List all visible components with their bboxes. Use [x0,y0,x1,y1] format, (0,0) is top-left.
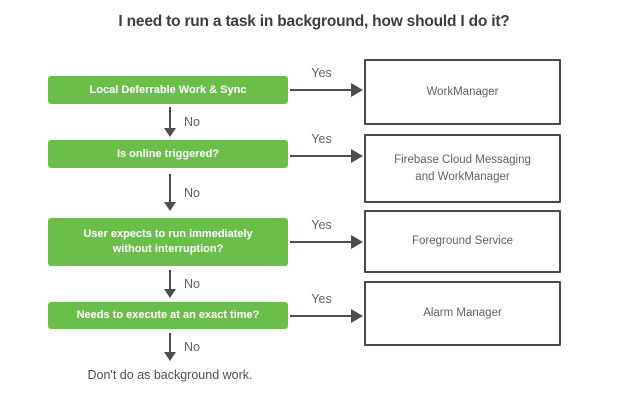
yes-arrow-3: Yes [290,218,363,249]
no-arrow-1: No [164,107,214,137]
answer-box-workmanager: WorkManager [364,59,561,125]
arrow-head-icon [164,352,176,361]
yes-arrow-2: Yes [290,132,363,163]
answer-box-alarm-manager: Alarm Manager [364,281,561,346]
arrow-head-icon [351,235,363,249]
arrow-shaft [290,155,353,157]
page-title: I need to run a task in background, how … [118,13,510,30]
arrow-head-icon [164,128,176,137]
yes-label: Yes [311,132,332,146]
arrow-shaft [290,89,353,91]
arrow-shaft [169,270,171,291]
answer-box-fcm-workmanager: Firebase Cloud Messaging and WorkManager [364,134,561,203]
no-arrow-2: No [164,174,214,211]
answer-box-foreground-service: Foreground Service [364,210,561,273]
question-box-run-immediately: User expects to run immediately without … [48,218,288,266]
arrow-shaft [169,174,171,204]
yes-arrow-1: Yes [290,66,363,97]
arrow-head-icon [164,202,176,211]
no-label: No [184,115,200,129]
yes-label: Yes [311,218,332,232]
no-label: No [184,340,200,354]
arrow-shaft [290,315,353,317]
question-box-deferrable-work: Local Deferrable Work & Sync [48,76,288,104]
no-label: No [184,277,200,291]
question-box-exact-time: Needs to execute at an exact time? [48,302,288,329]
fallback-text: Don't do as background work. [87,368,253,382]
arrow-head-icon [164,289,176,298]
question-box-online-triggered: Is online triggered? [48,140,288,168]
arrow-shaft [169,333,171,354]
arrow-head-icon [351,149,363,163]
arrow-shaft [169,107,171,130]
no-arrow-3: No [164,270,214,298]
yes-arrow-4: Yes [290,292,363,323]
no-arrow-4: No [164,333,214,361]
arrow-head-icon [351,309,363,323]
yes-label: Yes [311,292,332,306]
arrow-shaft [290,241,353,243]
no-label: No [184,185,200,200]
arrow-head-icon [351,83,363,97]
yes-label: Yes [311,66,332,80]
